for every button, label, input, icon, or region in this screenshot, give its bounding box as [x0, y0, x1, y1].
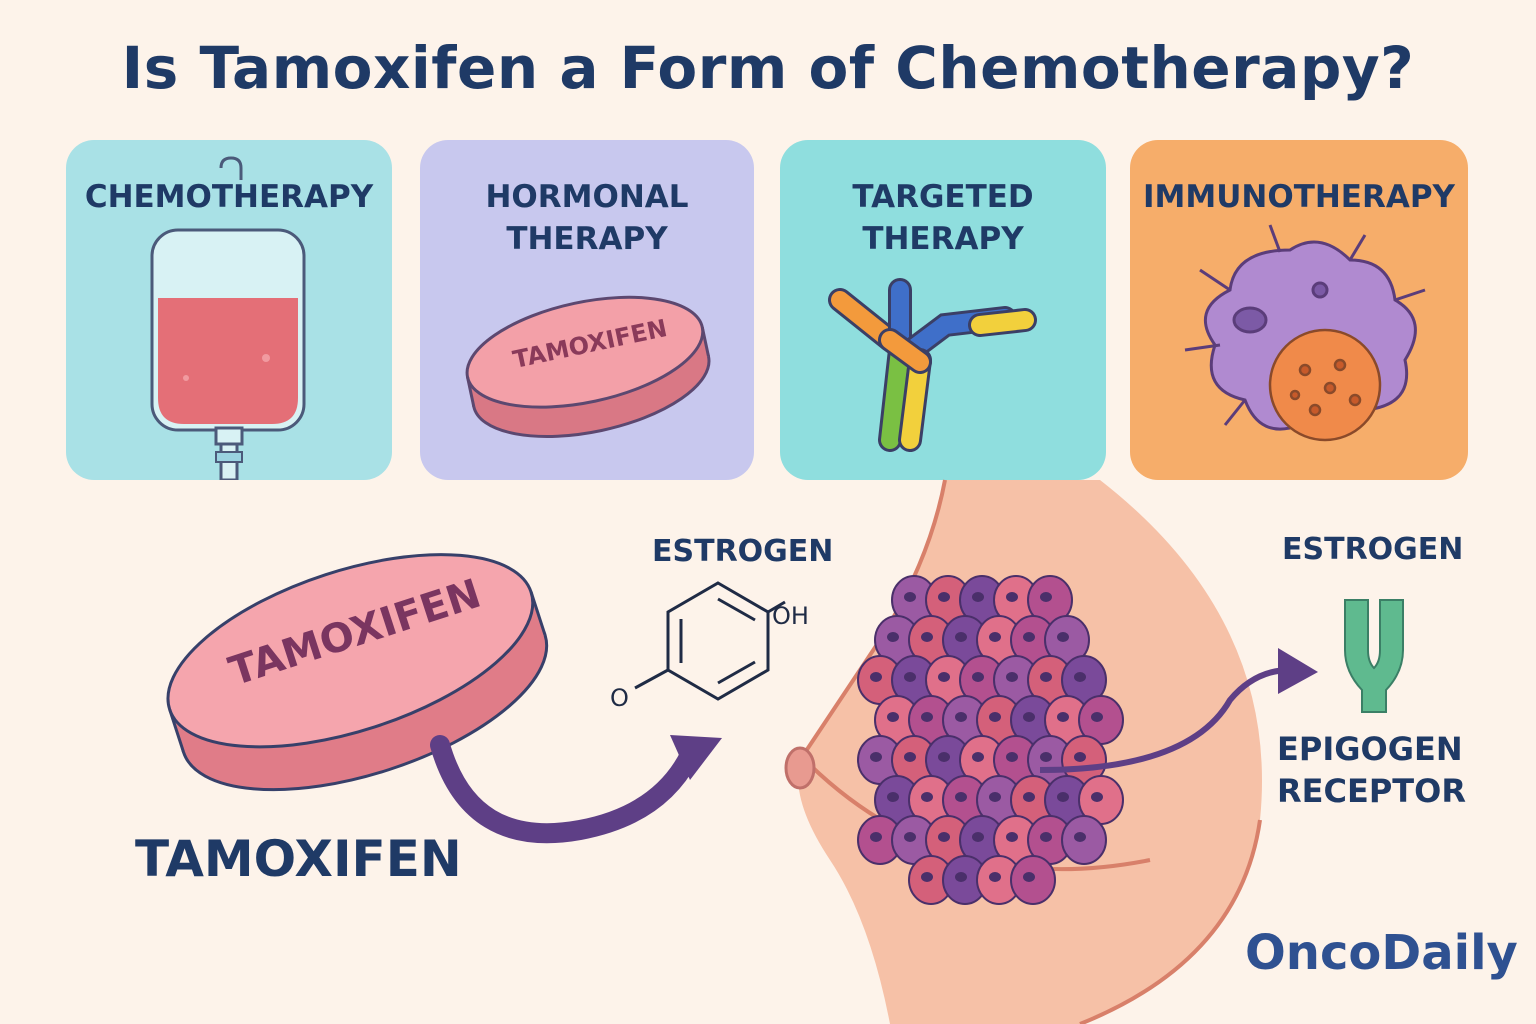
tumor-cell-nucleus — [921, 792, 933, 802]
tumor-cell-nucleus — [989, 872, 1001, 882]
card-immunotherapy-label: IMMUNOTHERAPY — [1143, 179, 1455, 215]
receptor-top-label: ESTROGEN — [1282, 532, 1464, 567]
tamoxifen-pill — [166, 553, 549, 792]
pill-caption: TAMOXIFEN — [135, 830, 462, 888]
tumor-cell-nucleus — [955, 712, 967, 722]
card-targeted-therapy: TARGETED THERAPY — [780, 140, 1106, 480]
tumor-cell-nucleus — [1057, 712, 1069, 722]
tumor-cell-nucleus — [904, 752, 916, 762]
tumor-cell-nucleus — [1091, 792, 1103, 802]
tumor-cell-nucleus — [989, 792, 1001, 802]
tumor-cell-nucleus — [955, 872, 967, 882]
tumor-cell-nucleus — [904, 592, 916, 602]
card-chemotherapy: CHEMOTHERAPY — [66, 140, 392, 480]
tumor-cell-nucleus — [972, 832, 984, 842]
card-targeted-therapy-label: TARGETED THERAPY — [852, 179, 1034, 257]
tumor-cell-nucleus — [1040, 752, 1052, 762]
tumor-cell-nucleus — [1040, 592, 1052, 602]
tumor-cell-nucleus — [955, 792, 967, 802]
tumor-cell-nucleus — [1040, 832, 1052, 842]
antibody-icon — [828, 278, 1037, 452]
tumor-cell-nucleus — [938, 592, 950, 602]
tumor-cell-nucleus — [1023, 712, 1035, 722]
tumor-cell-nucleus — [1091, 712, 1103, 722]
pill-icon — [465, 295, 711, 438]
tumor-to-receptor-arrowhead — [1278, 648, 1318, 694]
tumor-cell-nucleus — [887, 712, 899, 722]
tumor-cell-nucleus — [972, 752, 984, 762]
tumor-cell-nucleus — [972, 592, 984, 602]
tumor-cell-nucleus — [1006, 672, 1018, 682]
tumor-cell-nucleus — [1040, 672, 1052, 682]
tumor-cell-nucleus — [1023, 792, 1035, 802]
tumor-cell-nucleus — [938, 832, 950, 842]
tumor-cell-nucleus — [938, 672, 950, 682]
card-chemotherapy-label: CHEMOTHERAPY — [84, 179, 374, 215]
tumor-cell-nucleus — [1006, 592, 1018, 602]
tumor-cell-nucleus — [921, 872, 933, 882]
iv-bag-icon — [150, 156, 306, 480]
card-hormonal-therapy-label: HORMONAL THERAPY — [485, 179, 689, 257]
card-immunotherapy: IMMUNOTHERAPY — [1130, 140, 1468, 480]
tumor-cell-nucleus — [1023, 872, 1035, 882]
tumor-cell-nucleus — [989, 712, 1001, 722]
tumor-cells-cluster — [857, 575, 1124, 905]
tumor-cell-nucleus — [1074, 672, 1086, 682]
tumor-cell-nucleus — [1074, 752, 1086, 762]
page-title: Is Tamoxifen a Form of Chemotherapy? — [121, 34, 1415, 102]
tumor-cell-nucleus — [904, 672, 916, 682]
receptor-label-line2: RECEPTOR — [1277, 772, 1466, 810]
tumor-cell-nucleus — [1006, 832, 1018, 842]
tumor-cell-nucleus — [1023, 632, 1035, 642]
tumor-cell-nucleus — [921, 712, 933, 722]
receptor-icon — [1344, 599, 1404, 713]
tumor-cell-nucleus — [1074, 832, 1086, 842]
tumor-cell-nucleus — [887, 632, 899, 642]
tumor-cell-nucleus — [921, 632, 933, 642]
pill-to-estrogen-arrowhead — [670, 735, 722, 780]
tumor-cell-nucleus — [870, 672, 882, 682]
card-hormonal-therapy: HORMONAL THERAPY TAMOXIFEN — [420, 140, 754, 480]
estrogen-label: ESTROGEN — [652, 534, 834, 569]
tumor-cell-nucleus — [938, 752, 950, 762]
molecule-o-label: O — [610, 684, 629, 712]
tumor-cell-nucleus — [1006, 752, 1018, 762]
immune-cell-icon — [1184, 224, 1426, 442]
tumor-cell-nucleus — [887, 792, 899, 802]
brand-logo: OncoDaily — [1245, 925, 1518, 981]
estrogen-molecule — [634, 581, 786, 701]
tumor-cell-nucleus — [989, 632, 1001, 642]
tumor-cell-nucleus — [1057, 792, 1069, 802]
molecule-oh-label: OH — [772, 602, 809, 630]
receptor-label-line1: EPIGOGEN — [1277, 730, 1463, 768]
tumor-cell-nucleus — [870, 832, 882, 842]
pill-to-estrogen-arrow — [430, 735, 700, 844]
tumor-cell-nucleus — [1057, 632, 1069, 642]
tumor-to-receptor-arrow — [1039, 667, 1291, 773]
tumor-cell-nucleus — [870, 752, 882, 762]
tumor-cell-nucleus — [955, 632, 967, 642]
tumor-cell-nucleus — [972, 672, 984, 682]
tumor-cell-nucleus — [904, 832, 916, 842]
